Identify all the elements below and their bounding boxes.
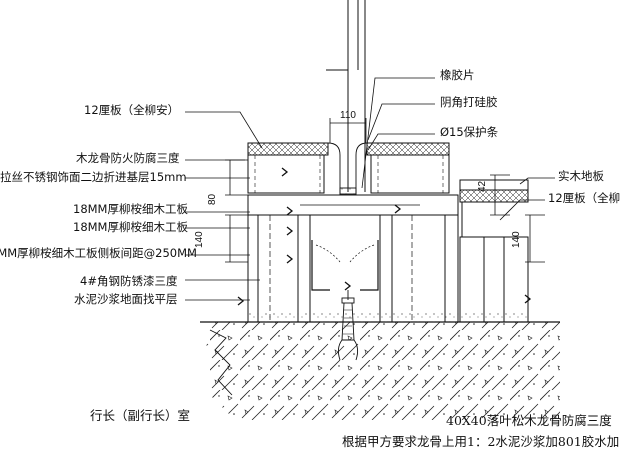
label-12mm-board: 12厘板（全柳安） — [84, 103, 180, 117]
dim-80: 80 — [207, 193, 218, 205]
dimension-lines — [225, 118, 545, 263]
right-floor-structure — [459, 179, 529, 323]
note-mortar: 根据甲方要求龙骨上用1：2水泥沙浆加801胶水加 — [342, 434, 620, 449]
anchor-bolt — [337, 290, 359, 361]
label-brushed-steel: 拉丝不锈钢饰面二边折进基层15mm — [0, 170, 187, 184]
label-plank-board-2: 18MM厚柳桉细木工板 — [73, 220, 188, 234]
left-top-panel — [247, 142, 329, 194]
dim-42: 42 — [477, 180, 488, 192]
leader-lines-right — [361, 77, 555, 221]
screed-layer — [248, 312, 528, 322]
dim-140-right: 140 — [511, 231, 522, 248]
label-silicone-joint: 阴角打硅胶 — [440, 95, 498, 109]
label-screed-layer: 水泥沙浆地面找平层 — [74, 292, 178, 306]
protection-strips — [327, 142, 368, 195]
label-solid-wood-floor: 实木地板 — [558, 169, 604, 183]
label-rubber-pad: 橡胶片 — [440, 68, 475, 82]
angle-steel — [311, 240, 379, 291]
label-angle-steel: 4#角钢防锈漆三度 — [80, 274, 178, 288]
arrowheads — [237, 167, 532, 306]
concrete-slab — [200, 321, 560, 420]
room-caption: 行长（副行长）室 — [90, 408, 191, 423]
plank-boards — [247, 194, 459, 323]
label-wood-joist-treatment: 木龙骨防火防腐三度 — [76, 151, 180, 165]
label-12mm-board-right: 12厘板（全柳 — [548, 191, 620, 205]
dim-110: 110 — [340, 110, 356, 121]
label-protection-strip: Ø15保护条 — [440, 125, 499, 139]
leader-lines-left — [185, 111, 263, 301]
wall-lines — [326, 0, 366, 192]
note-joist: 40X40落叶松木龙骨防腐三度 — [446, 413, 612, 428]
label-side-board-spacing: 8MM厚柳桉细木工板侧板间距@250MM — [0, 246, 197, 260]
label-plank-board-1: 18MM厚柳桉细木工板 — [73, 202, 188, 216]
right-top-panel — [366, 142, 450, 194]
